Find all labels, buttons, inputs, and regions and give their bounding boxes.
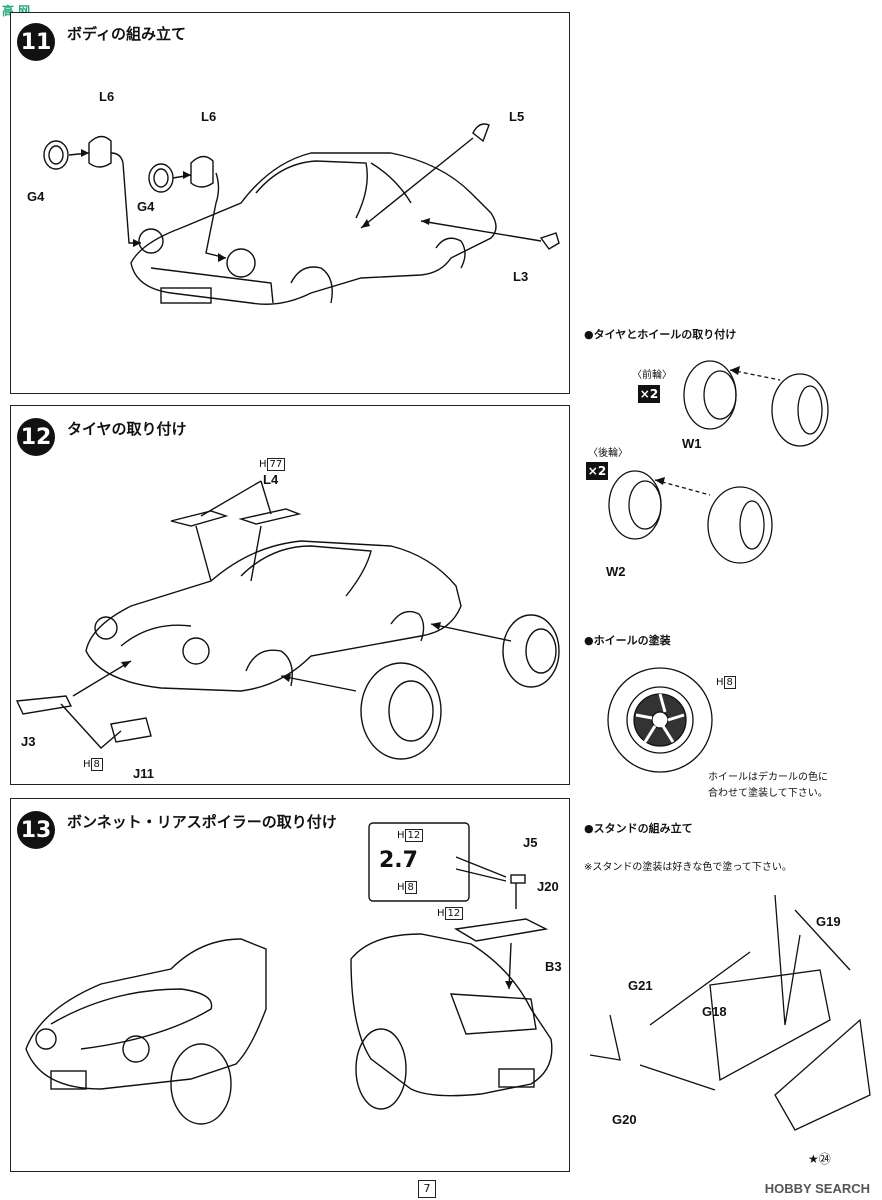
step-12-number: 12	[17, 418, 55, 456]
step-11-car-illustration	[43, 123, 560, 305]
label-g4-right: G4	[137, 199, 155, 214]
label-g21: G21	[628, 978, 653, 993]
label-l5: L5	[509, 109, 525, 124]
logo-2-7: 2.7	[379, 848, 418, 873]
label-g4-left: G4	[27, 189, 45, 204]
label-w2: W2	[606, 564, 626, 579]
step-11-panel: 11 ボディの組み立て	[10, 12, 570, 394]
painted-wheel-illustration	[607, 667, 713, 773]
label-l6-left: L6	[99, 89, 115, 104]
label-w1: W1	[682, 436, 702, 451]
paint-note-line-1: ホイールはデカールの色に	[708, 772, 828, 783]
step-12-title: タイヤの取り付け	[67, 420, 187, 438]
label-b3: B3	[545, 959, 562, 974]
label-g18: G18	[702, 1004, 727, 1019]
label-j3: J3	[21, 734, 36, 749]
step-11-title: ボディの組み立て	[67, 25, 186, 43]
label-l4: L4	[263, 472, 279, 487]
step-13-panel: 13 ボンネット・リアスポイラーの取り付け 2.7	[10, 798, 570, 1172]
page-number: 7	[418, 1180, 436, 1198]
hobby-search-watermark: HOBBY SEARCH	[764, 1181, 870, 1196]
rear-x2-badge: ×2	[586, 462, 608, 480]
stand-illustration	[589, 894, 871, 1131]
decal-ref: ★㉔	[808, 1152, 831, 1166]
label-g19: G19	[816, 914, 841, 929]
stand-section-title: ●スタンドの組み立て	[584, 822, 693, 835]
paint-section-title: ●ホイールの塗装	[584, 634, 671, 647]
front-x2-badge: ×2	[638, 385, 660, 403]
rear-wheel-label: 〈後輪〉	[588, 448, 628, 459]
label-g20: G20	[612, 1112, 637, 1127]
stand-note: ※スタンドの塗装は好きな色で塗って下さい。	[584, 862, 792, 873]
tire-section-title: ●タイヤとホイールの取り付け	[584, 328, 737, 341]
label-j11: J11	[133, 766, 154, 781]
label-j20: J20	[537, 879, 559, 894]
step-13-title: ボンネット・リアスポイラーの取り付け	[67, 813, 337, 831]
step-12-panel: 12 タイヤの取り付け	[10, 405, 570, 785]
step-13-car-illustration: 2.7	[25, 822, 553, 1125]
step-11-number: 11	[17, 23, 55, 61]
paint-note-line-2: 合わせて塗装して下さい。	[708, 788, 828, 799]
label-l6-right: L6	[201, 109, 217, 124]
tire-wheel-illustration	[608, 360, 829, 564]
front-wheel-label: 〈前輪〉	[632, 370, 672, 381]
label-j5: J5	[523, 835, 538, 850]
step-12-car-illustration	[15, 480, 560, 760]
label-l3: L3	[513, 269, 529, 284]
step-13-number: 13	[17, 811, 55, 849]
